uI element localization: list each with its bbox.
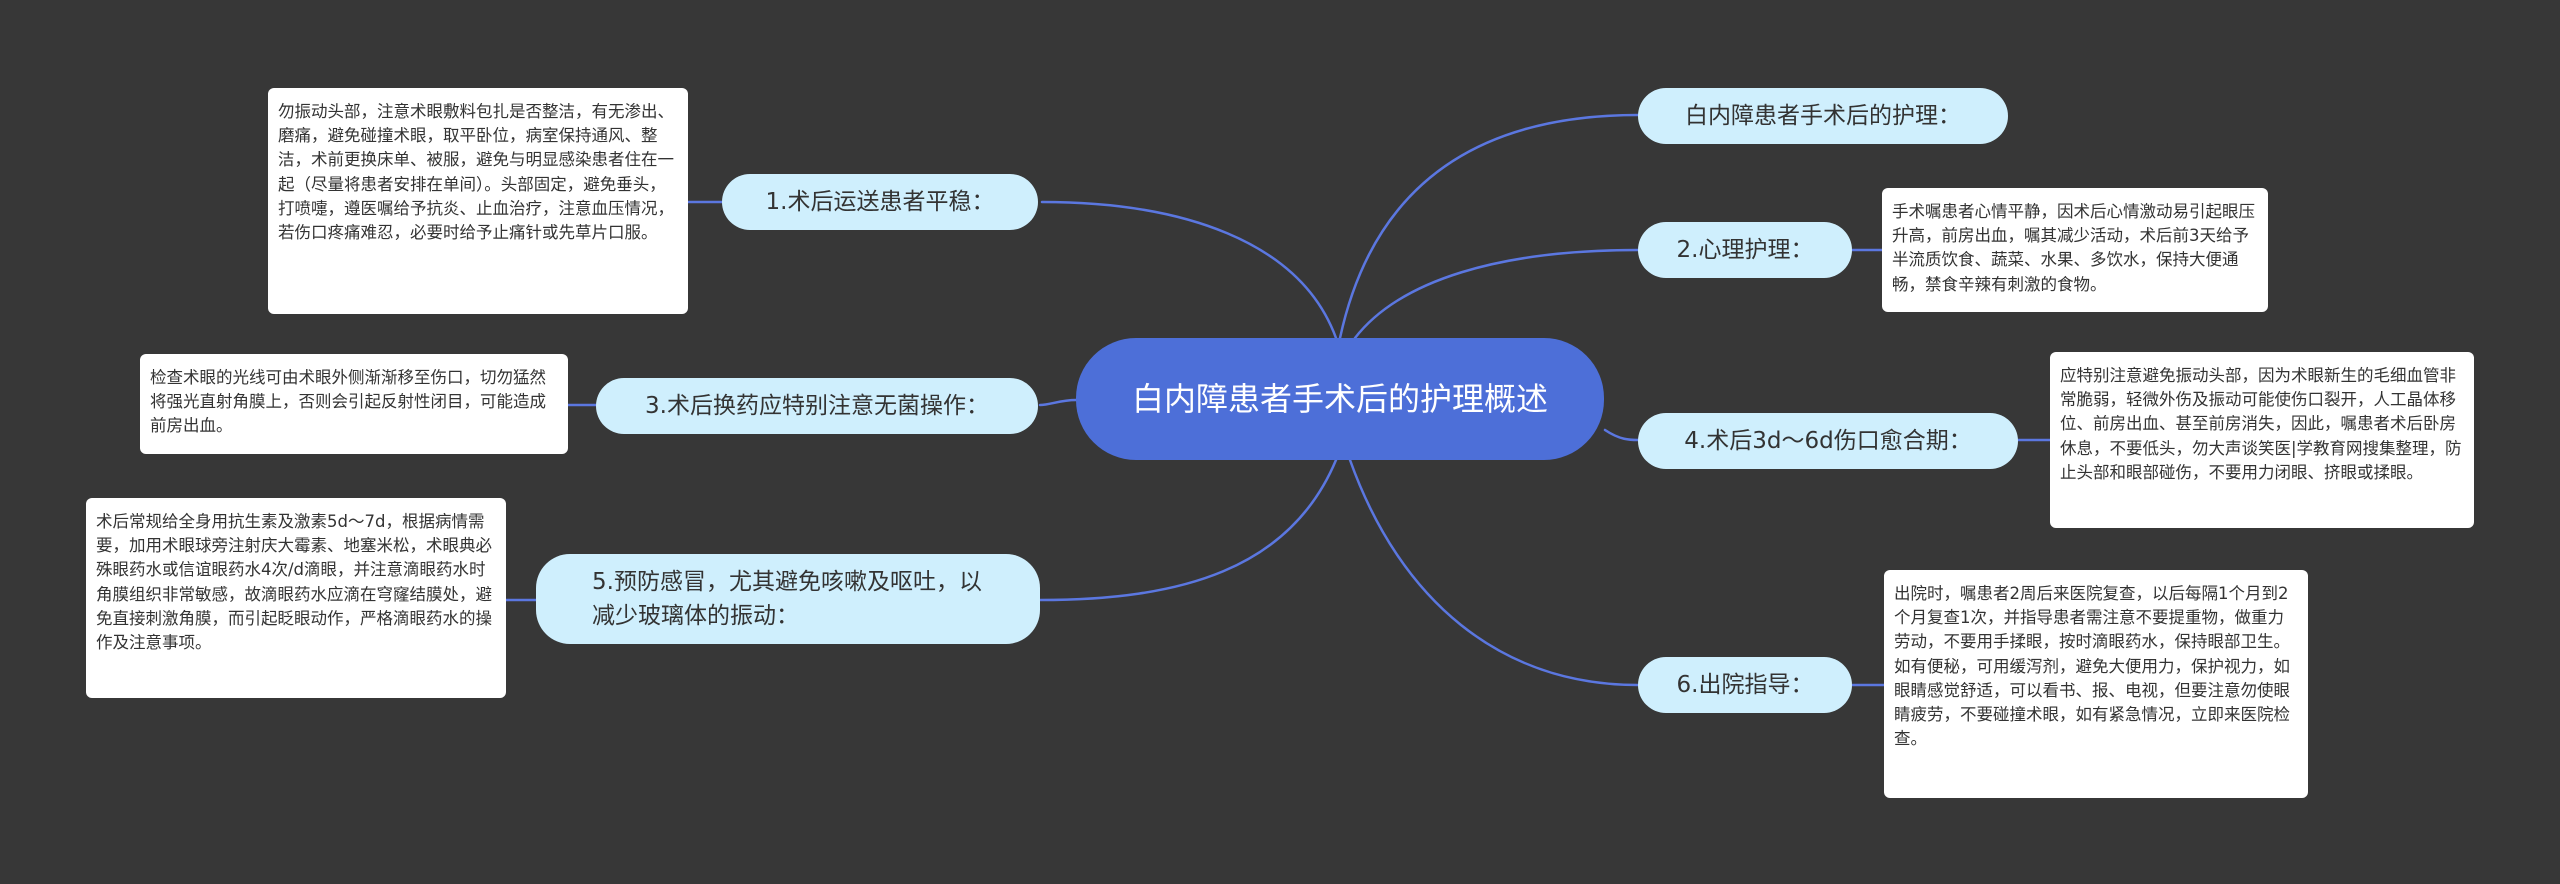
root-title: 白内障患者手术后的护理概述 [1131,380,1548,418]
branch-discharge[interactable]: 6.出院指导： [1638,657,1852,713]
branch-dressing-label: 3.术后换药应特别注意无菌操作： [645,393,989,419]
link-root-b5 [1038,458,1338,602]
note-transport: 勿振动头部，注意术眼敷料包扎是否整洁，有无渗出、磨痛，避免碰撞术眼，取平卧位，病… [268,88,688,314]
note-prevent-cold-text: 术后常规给全身用抗生素及激素5d～7d，根据病情需要，加用术眼球旁注射庆大霉素、… [96,512,492,653]
note-psychological-text: 手术嘱患者心情平静，因术后心情激动易引起眼压升高，前房出血，嘱其减少活动，术后前… [1892,202,2255,294]
note-dressing: 检查术眼的光线可由术眼外侧渐渐移至伤口，切勿猛然将强光直射角膜上，否则会引起反射… [140,354,568,454]
link-root-b1 [1040,200,1338,340]
note-healing: 应特别注意避免振动头部，因为术眼新生的毛细血管非常脆弱，轻微外伤及振动可能使伤口… [2050,352,2474,528]
link-root-b6 [1348,458,1640,687]
note-discharge: 出院时，嘱患者2周后来医院复查，以后每隔1个月到2个月复查1次，并指导患者需注意… [1884,570,2308,798]
branch-healing[interactable]: 4.术后3d～6d伤口愈合期： [1638,413,2018,469]
branch-discharge-label: 6.出院指导： [1676,672,1814,698]
note-healing-text: 应特别注意避免振动头部，因为术眼新生的毛细血管非常脆弱，轻微外伤及振动可能使伤口… [2060,366,2462,482]
link-root-b3 [1038,398,1078,407]
note-psychological: 手术嘱患者心情平静，因术后心情激动易引起眼压升高，前房出血，嘱其减少活动，术后前… [1882,188,2268,312]
branch-prevent-cold-label: 5.预防感冒，尤其避免咳嗽及呕吐，以减少玻璃体的振动： [592,569,982,629]
branch-psychological-label: 2.心理护理： [1676,237,1814,263]
note-transport-text: 勿振动头部，注意术眼敷料包扎是否整洁，有无渗出、磨痛，避免碰撞术眼，取平卧位，病… [278,102,674,243]
branch-care-title[interactable]: 白内障患者手术后的护理： [1638,88,2008,144]
link-root-b4 [1603,428,1640,442]
branch-psychological[interactable]: 2.心理护理： [1638,222,1852,278]
root-topic[interactable]: 白内障患者手术后的护理概述 [1076,338,1604,460]
note-dressing-text: 检查术眼的光线可由术眼外侧渐渐移至伤口，切勿猛然将强光直射角膜上，否则会引起反射… [150,368,546,436]
branch-care-title-label: 白内障患者手术后的护理： [1685,103,1961,129]
note-discharge-text: 出院时，嘱患者2周后来医院复查，以后每隔1个月到2个月复查1次，并指导患者需注意… [1894,584,2290,749]
branch-transport[interactable]: 1.术后运送患者平稳： [722,174,1038,230]
link-root-top [1338,113,1640,340]
branch-prevent-cold[interactable]: 5.预防感冒，尤其避免咳嗽及呕吐，以减少玻璃体的振动： [536,554,1040,644]
branch-transport-label: 1.术后运送患者平稳： [765,189,995,215]
branch-dressing[interactable]: 3.术后换药应特别注意无菌操作： [596,378,1038,434]
link-root-b2 [1353,248,1640,340]
branch-healing-label: 4.术后3d～6d伤口愈合期： [1684,428,1972,454]
note-prevent-cold: 术后常规给全身用抗生素及激素5d～7d，根据病情需要，加用术眼球旁注射庆大霉素、… [86,498,506,698]
